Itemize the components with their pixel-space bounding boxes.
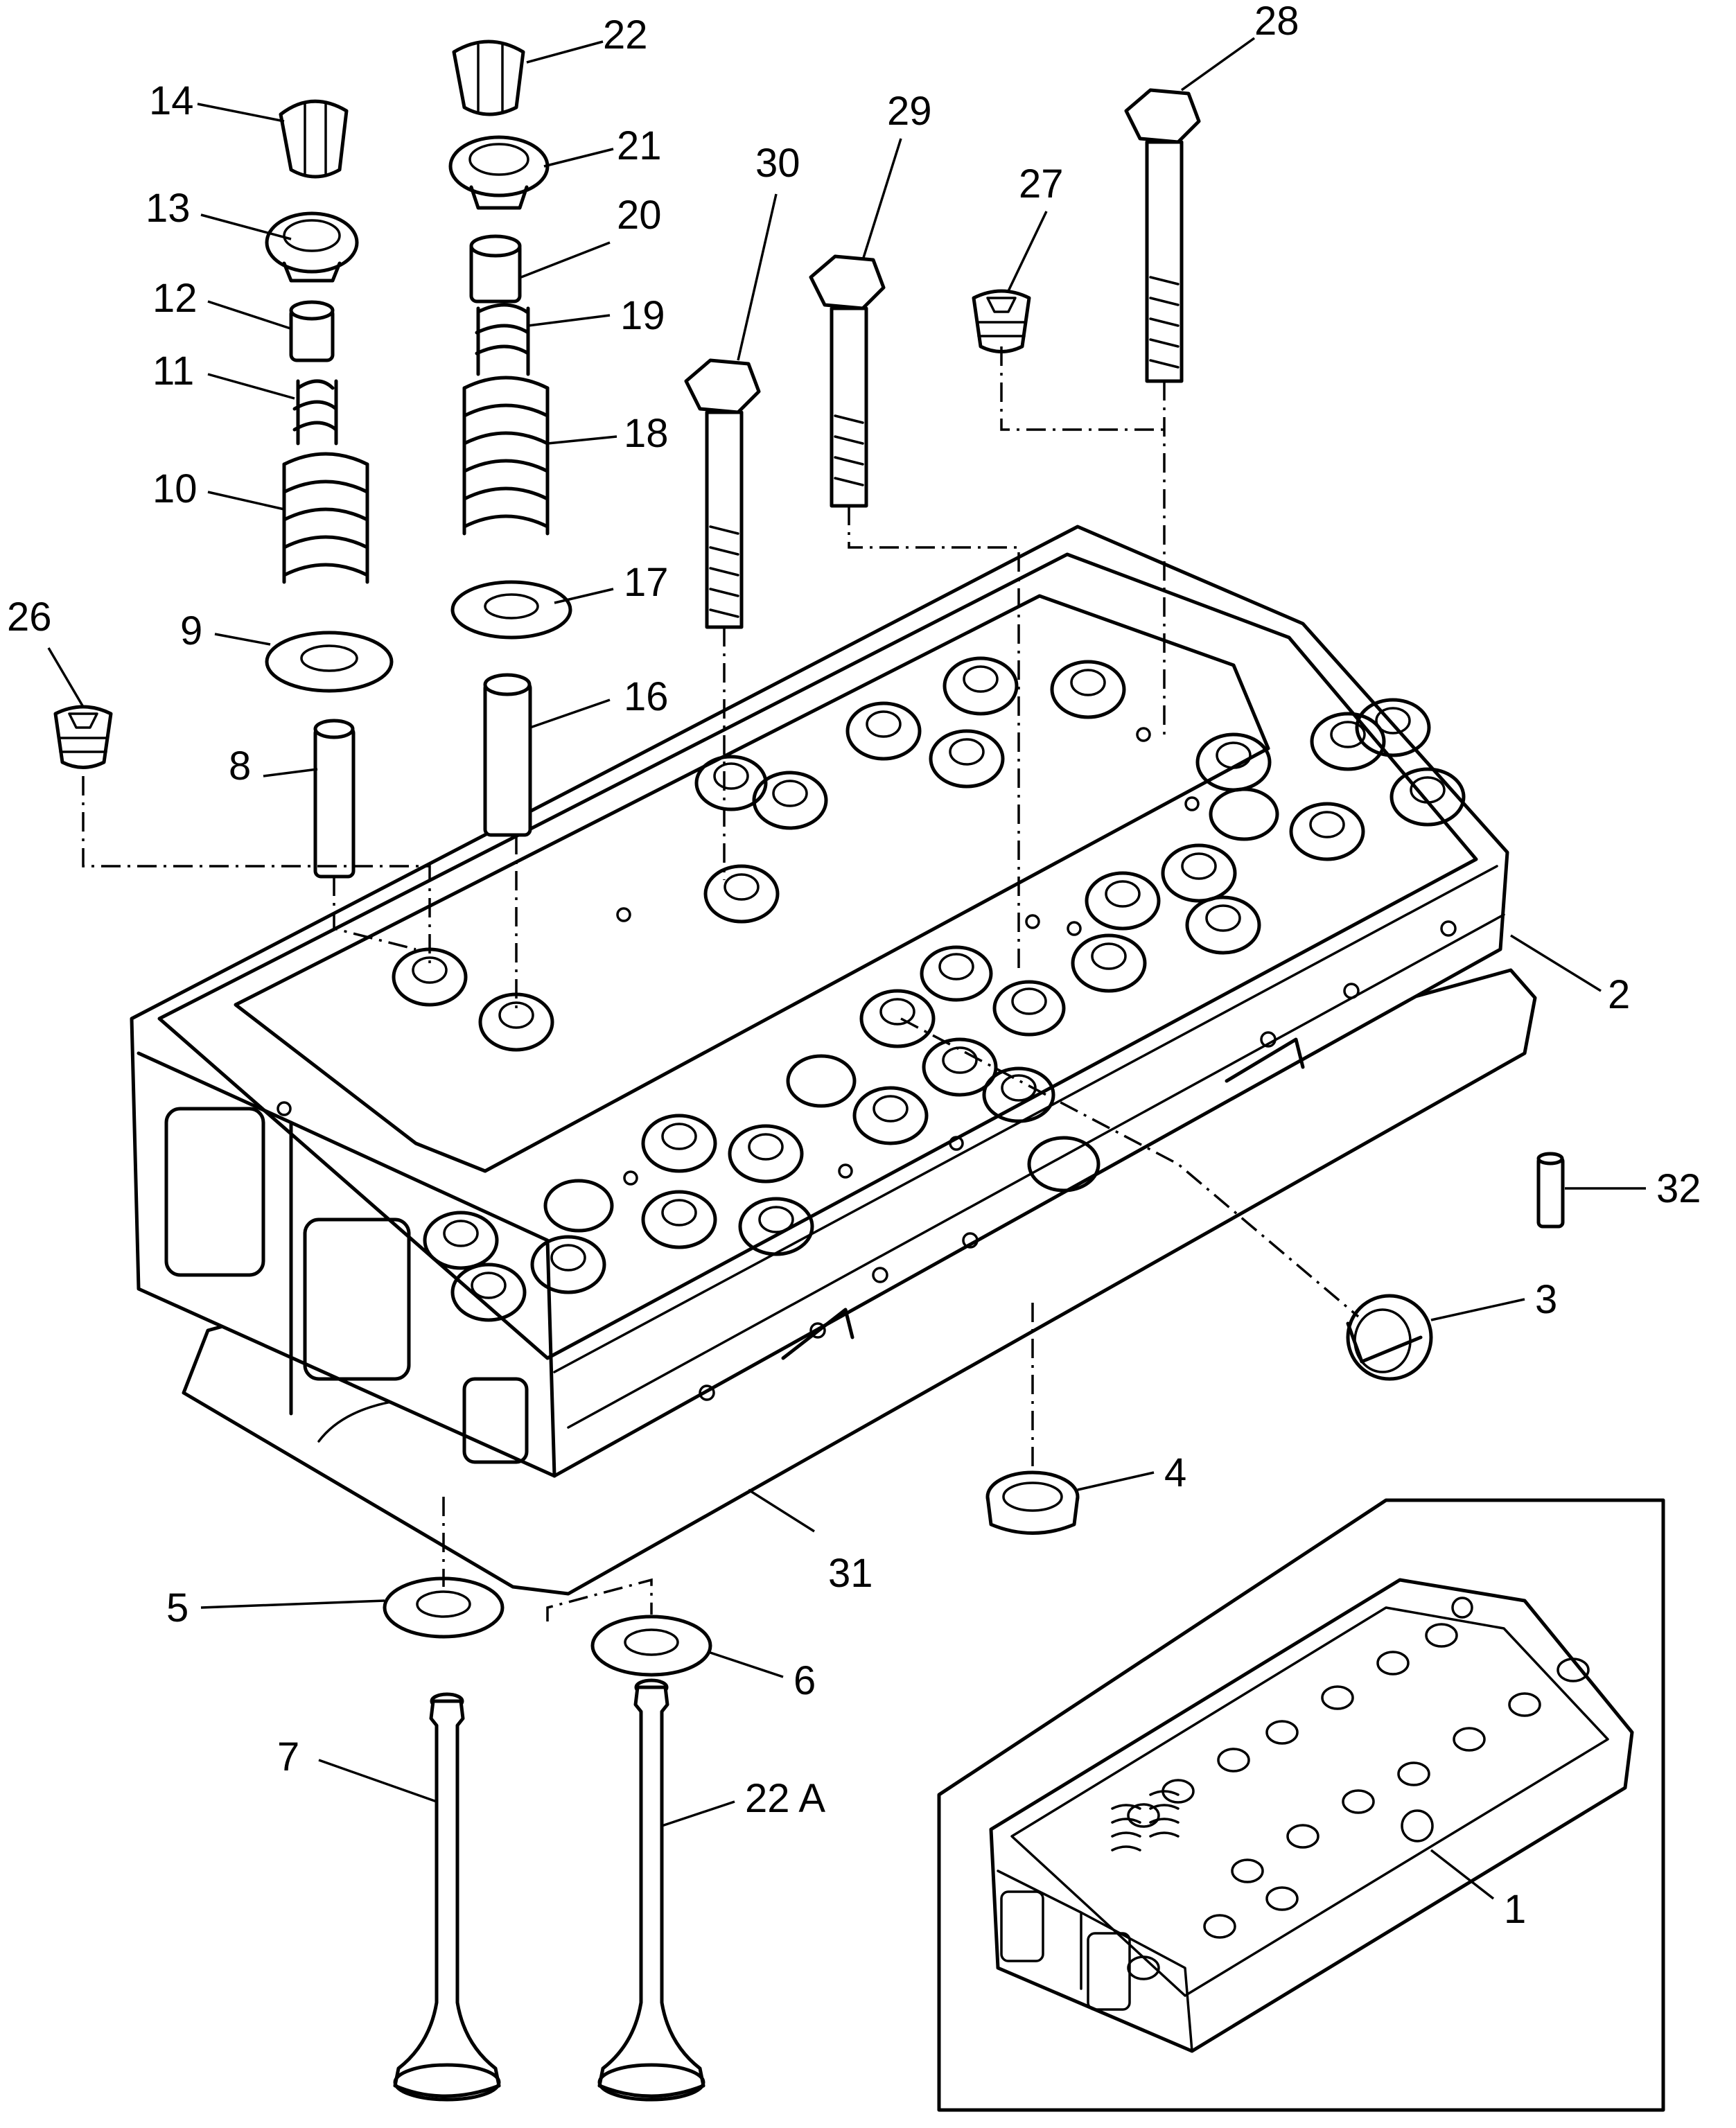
washer-17 [450, 580, 572, 640]
collet-22 [452, 39, 525, 116]
valve-seat-6 [590, 1615, 712, 1677]
label-part-21: 21 [617, 123, 662, 168]
dowel-32 [1536, 1152, 1565, 1229]
valve-guide-8 [313, 719, 356, 879]
label-part-4: 4 [1164, 1450, 1186, 1495]
label-part-26: 26 [7, 595, 52, 640]
label-part-28: 28 [1254, 0, 1299, 44]
label-part-13: 13 [146, 186, 191, 231]
label-part-6: 6 [794, 1658, 816, 1703]
label-part-17: 17 [624, 560, 669, 605]
label-part-18: 18 [624, 411, 669, 456]
washer-9 [265, 631, 394, 693]
valve-cap-12 [289, 300, 335, 362]
label-part-11: 11 [152, 349, 194, 394]
label-part-29: 29 [887, 89, 932, 134]
label-part-7: 7 [277, 1734, 299, 1779]
label-part-2: 2 [1608, 972, 1630, 1017]
collet-14 [279, 99, 349, 179]
bolt-28 [1124, 88, 1201, 383]
inset-valve-springs [1111, 1790, 1180, 1852]
label-part-20: 20 [617, 193, 662, 238]
spring-retainer-13 [265, 211, 359, 283]
leader-lines [47, 37, 1646, 1900]
bolt-29 [809, 254, 886, 508]
cup-plug-4 [985, 1470, 1080, 1535]
label-part-27: 27 [1019, 161, 1064, 206]
label-part-16: 16 [624, 674, 669, 719]
seal-ring-3 [1346, 1294, 1433, 1381]
inset-assembled-view [937, 1498, 1665, 2112]
label-part-10: 10 [152, 466, 198, 511]
label-part-8: 8 [229, 744, 251, 789]
label-part-9: 9 [180, 608, 202, 653]
label-part-32: 32 [1656, 1166, 1701, 1211]
valve-7 [393, 1692, 501, 2102]
label-part-5: 5 [166, 1585, 188, 1630]
valve-22a [597, 1678, 705, 2102]
part-labels: 1 2 3 4 5 6 7 8 9 10 11 12 13 14 16 17 1… [7, 0, 1701, 1932]
cylinder-head [130, 525, 1509, 1478]
label-part-1: 1 [1504, 1887, 1526, 1932]
valve-seat-5 [383, 1576, 505, 1639]
label-part-19: 19 [620, 293, 665, 338]
label-part-22a: 22 A [745, 1776, 825, 1821]
assembly-center-lines [82, 346, 1360, 1621]
valve-spring-18-19 [462, 303, 550, 536]
label-part-3: 3 [1535, 1277, 1557, 1322]
label-part-22: 22 [603, 12, 648, 58]
label-part-14: 14 [149, 78, 194, 123]
valve-guide-16 [483, 673, 532, 837]
spring-retainer-21 [448, 135, 550, 210]
label-part-30: 30 [755, 141, 800, 186]
label-part-12: 12 [152, 276, 198, 321]
valve-cap-20 [469, 234, 522, 304]
valve-spring-10-11 [282, 379, 369, 584]
plug-27 [972, 289, 1031, 353]
label-part-31: 31 [828, 1551, 873, 1596]
bolt-30 [684, 358, 761, 629]
head-bosses [392, 656, 1466, 1322]
plug-26 [53, 705, 113, 769]
